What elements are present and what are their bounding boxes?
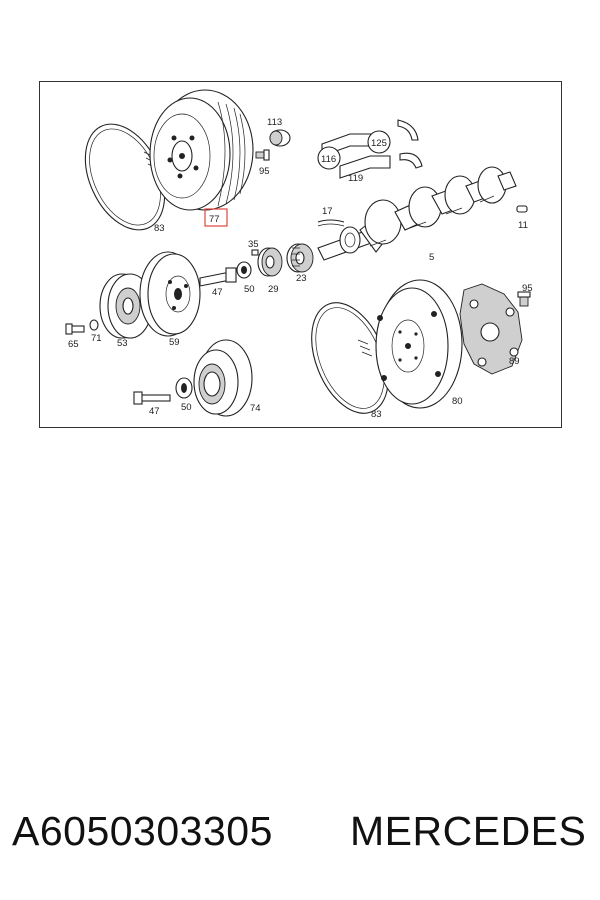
label-29: 29 — [268, 284, 279, 295]
label-74: 74 — [250, 403, 261, 414]
hub-74 — [193, 339, 253, 417]
label-113: 113 — [267, 117, 282, 128]
exploded-parts-diagram: 83 77 113 95 116 125 119 17 5 11 35 47 5… — [65, 89, 533, 420]
bolt-65 — [65, 323, 85, 335]
part-17 — [317, 219, 345, 227]
washer-50-lower — [175, 377, 193, 399]
sprocket-29 — [257, 247, 283, 277]
pin-11 — [516, 205, 528, 213]
label-50-mid: 50 — [244, 284, 255, 295]
label-50-lower: 50 — [181, 402, 192, 413]
brand-name: MERCEDES — [350, 808, 587, 854]
bolt-95-top — [255, 149, 270, 161]
key-35 — [251, 249, 259, 256]
label-65: 65 — [68, 339, 79, 350]
gear-23 — [286, 243, 314, 273]
label-11: 11 — [518, 220, 528, 231]
bolt-47-lower — [133, 391, 171, 405]
label-125: 125 — [371, 138, 387, 149]
flywheel-80 — [375, 279, 463, 409]
drive-plate-89 — [459, 283, 523, 375]
bearing-shells-119 — [317, 119, 423, 179]
washer-50-mid — [236, 261, 252, 279]
crankshaft-5 — [317, 166, 517, 261]
label-95-top: 95 — [259, 166, 270, 177]
label-35: 35 — [248, 239, 259, 250]
label-71: 71 — [91, 333, 102, 344]
part-113 — [269, 129, 291, 147]
bolt-47-mid — [199, 267, 237, 287]
label-47-lower: 47 — [149, 406, 160, 417]
bolt-95-lower — [517, 291, 531, 307]
label-80: 80 — [452, 396, 463, 407]
label-23: 23 — [296, 273, 307, 284]
parts-diagram-frame: 83 77 113 95 116 125 119 17 5 11 35 47 5… — [39, 81, 562, 428]
label-47-mid: 47 — [212, 287, 223, 298]
label-17: 17 — [322, 206, 333, 217]
washer-71 — [89, 319, 99, 331]
pulley-59 — [139, 251, 201, 337]
highlight-box-77 — [204, 208, 228, 227]
product-caption: A6050303305 MERCEDES — [0, 800, 600, 862]
label-89: 89 — [509, 356, 520, 367]
vibration-damper-77 — [149, 89, 254, 211]
label-5: 5 — [429, 252, 434, 263]
label-83-lower: 83 — [371, 409, 382, 420]
part-number: A6050303305 — [12, 808, 273, 854]
label-116: 116 — [321, 154, 336, 165]
label-59: 59 — [169, 337, 180, 348]
label-95-lower: 95 — [522, 283, 533, 294]
label-119: 119 — [348, 173, 363, 184]
label-53: 53 — [117, 338, 128, 349]
label-77: 77 — [209, 214, 220, 225]
label-83-top: 83 — [154, 223, 165, 234]
